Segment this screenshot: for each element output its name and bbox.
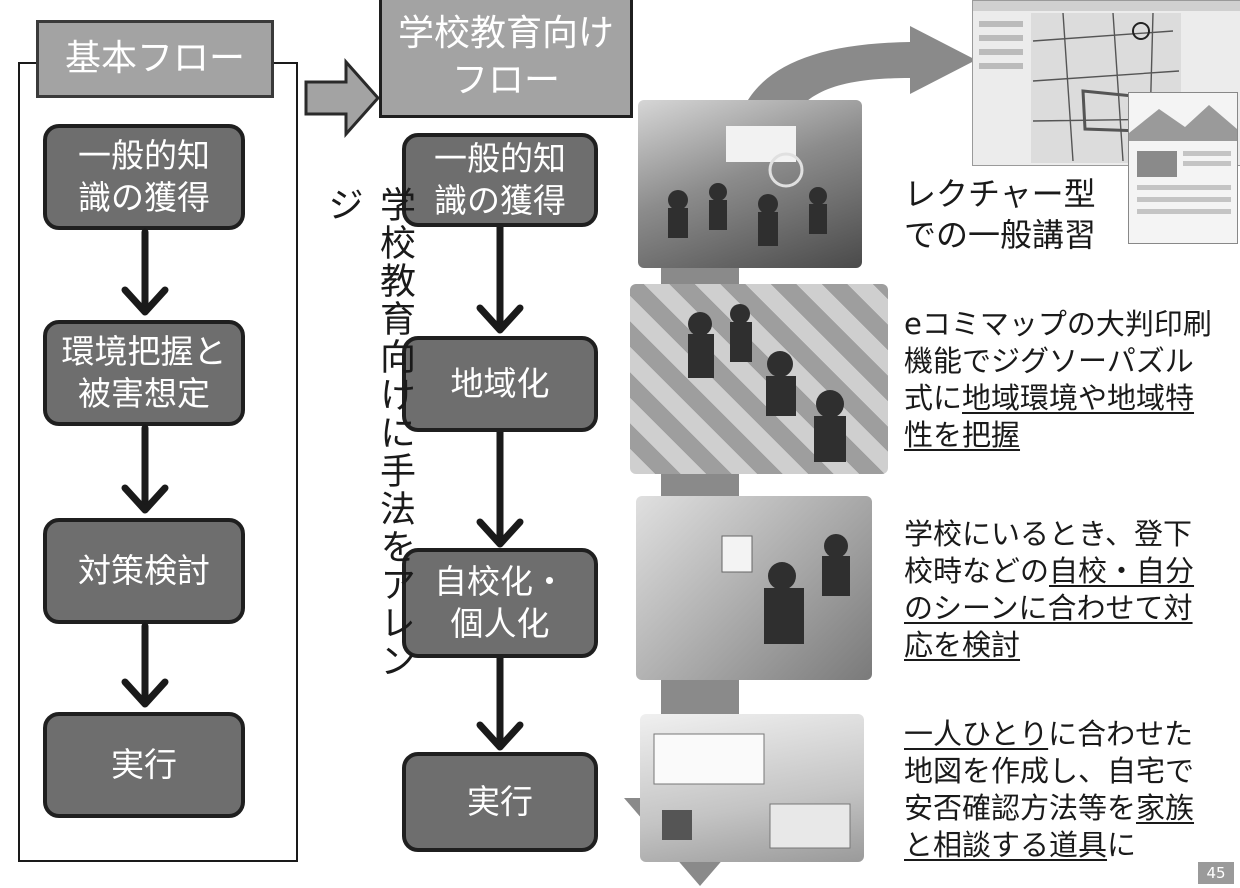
basic-flow-title: 基本フロー — [36, 20, 274, 98]
execute-photo — [640, 714, 864, 862]
caption-personal: 学校にいるとき、登下校時などの自校・自分のシーンに合わせて対応を検討 — [904, 516, 1216, 664]
map-detail-screenshot — [1128, 92, 1238, 244]
caption-personal-pre: 学校にいるとき、登下校時などの — [904, 517, 1192, 589]
school-step-personalize: 自校化・ 個人化 — [402, 548, 598, 658]
right-chevron-arrow-icon — [304, 58, 381, 138]
caption-execute-post: に — [1107, 828, 1137, 863]
basic-step-countermeasure: 対策検討 — [43, 518, 245, 624]
caption-execute: 一人ひとりに合わせた地図を作成し、自宅で安否確認方法等を家族と相談する道具に — [904, 716, 1204, 864]
caption-lecture: レクチャー型 での一般講習 — [904, 175, 1097, 254]
localize-photo — [630, 284, 888, 474]
caption-localize-underline: 地域環境や地域特性を把握 — [904, 381, 1195, 453]
caption-localize-pre: eコミマップの大判印刷機能でジグソーパズル式に — [904, 307, 1212, 416]
caption-execute-mid: に合わせた地図を作成し、自宅で安否確認方法等を — [904, 717, 1195, 826]
caption-personal-underline: 自校・自分のシーンに合わせて対応を検討 — [904, 554, 1195, 663]
basic-step-execute: 実行 — [43, 712, 245, 818]
basic-step-knowledge: 一般的知 識の獲得 — [43, 124, 245, 230]
school-flow-title: 学校教育向け フロー — [379, 0, 633, 118]
caption-execute-underline-1: 一人ひとり — [904, 717, 1049, 751]
curved-arrow-icon — [732, 26, 976, 158]
caption-execute-underline-2: 家族と相談する道具 — [904, 791, 1195, 863]
personalize-photo — [636, 496, 872, 680]
school-step-knowledge: 一般的知 識の獲得 — [402, 133, 598, 227]
vertical-note: 学校教育向けに手法をアレンジ — [322, 186, 415, 680]
down-arrow-icon — [121, 218, 524, 751]
lecture-photo — [638, 100, 862, 268]
caption-localize: eコミマップの大判印刷機能でジグソーパズル式に地域環境や地域特性を把握 — [904, 306, 1218, 454]
school-step-execute: 実行 — [402, 752, 598, 852]
page-number: 45 — [1198, 862, 1234, 884]
school-step-localize: 地域化 — [402, 336, 598, 432]
basic-step-assessment: 環境把握と 被害想定 — [43, 320, 245, 426]
